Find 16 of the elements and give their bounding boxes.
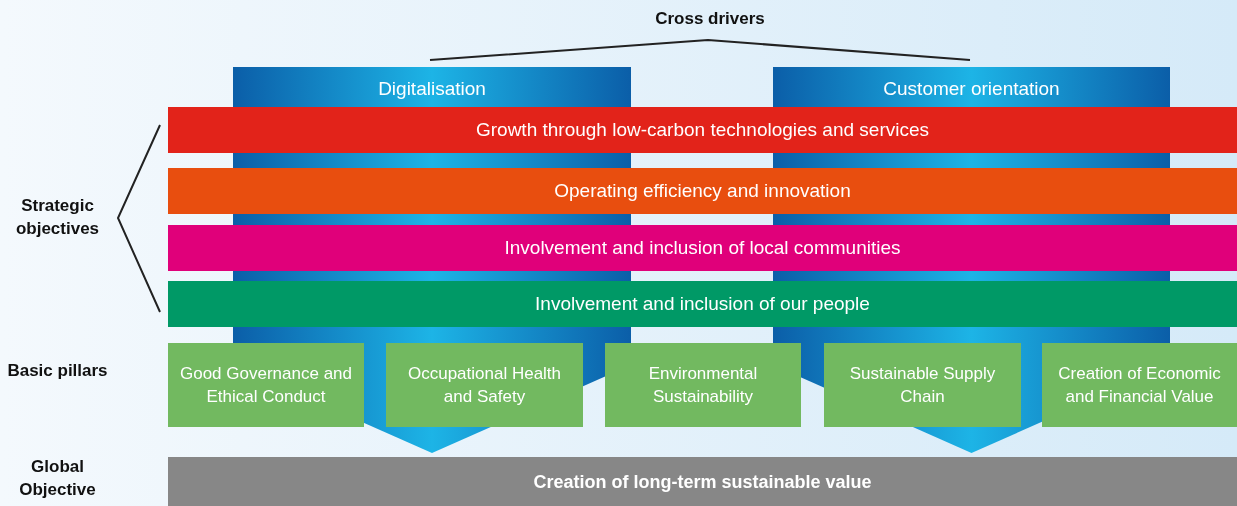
band: Growth through low-carbon technologies and services <box>168 107 1237 153</box>
pillar-box: Occupational Health and Safety <box>386 343 583 427</box>
section-label: Strategic objectives <box>14 195 101 240</box>
pillar-box: Good Governance and Ethical Conduct <box>168 343 364 427</box>
section-label: Basic pillars <box>6 360 109 382</box>
pillar-box: Sustainable Supply Chain <box>824 343 1021 427</box>
column-header: Customer orientation <box>773 67 1170 107</box>
section-label: Cross drivers <box>654 8 766 30</box>
band: Involvement and inclusion of our people <box>168 281 1237 327</box>
band: Involvement and inclusion of local communities <box>168 225 1237 271</box>
pillar-box: Environmental Sustainability <box>605 343 801 427</box>
pillar-box: Creation of Economic and Financial Value <box>1042 343 1237 427</box>
section-label: Global Objective <box>18 456 97 501</box>
band: Creation of long-term sustainable value <box>168 457 1237 506</box>
band: Operating efficiency and innovation <box>168 168 1237 214</box>
column-header: Digitalisation <box>233 67 631 107</box>
